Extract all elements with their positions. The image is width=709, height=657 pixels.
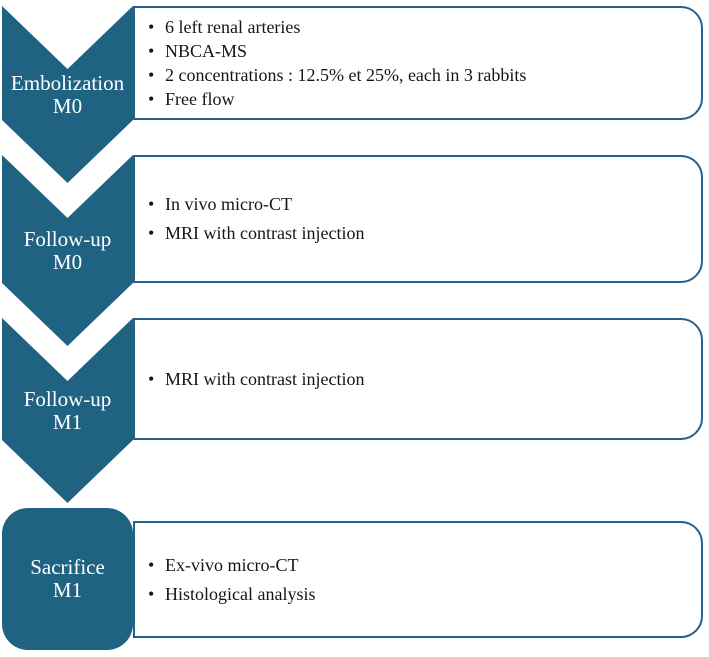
content-box-followup-m1: MRI with contrast injection <box>133 318 703 440</box>
stage-label: Sacrifice M1 <box>2 508 133 650</box>
bullet-item: NBCA-MS <box>148 39 693 63</box>
stage-label-line2: M0 <box>52 249 83 274</box>
bullet-list: Ex-vivo micro-CT Histological analysis <box>135 551 701 609</box>
stage-label-line2: M1 <box>52 578 83 602</box>
content-box-embolization: 6 left renal arteries NBCA-MS 2 concentr… <box>133 6 703 120</box>
stage-label-line2: M0 <box>52 93 83 118</box>
content-box-sacrifice: Ex-vivo micro-CT Histological analysis <box>133 521 703 638</box>
bullet-item: MRI with contrast injection <box>148 219 693 248</box>
bullet-item: Ex-vivo micro-CT <box>148 551 693 580</box>
bullet-list: MRI with contrast injection <box>135 365 701 394</box>
stage-label-line1: Embolization <box>10 70 125 95</box>
stage-label: Embolization M0 <box>2 69 133 120</box>
bullet-item: Histological analysis <box>148 580 693 609</box>
stage-label-line1: Follow-up <box>23 226 112 251</box>
rounded-rect-shape-sacrifice: Sacrifice M1 <box>2 508 133 650</box>
stage-label-line1: Follow-up <box>23 386 112 411</box>
chevron-down-shape-embolization: Embolization M0 <box>2 6 133 183</box>
bullet-item: Free flow <box>148 87 693 111</box>
bullet-item: MRI with contrast injection <box>148 365 693 394</box>
stage-label: Follow-up M0 <box>2 218 133 283</box>
stage-label: Follow-up M1 <box>2 381 133 440</box>
content-box-followup-m0: In vivo micro-CT MRI with contrast injec… <box>133 155 703 283</box>
stage-label-line1: Sacrifice <box>30 555 105 579</box>
bullet-list: In vivo micro-CT MRI with contrast injec… <box>135 190 701 248</box>
bullet-item: In vivo micro-CT <box>148 190 693 219</box>
chevron-down-shape-followup-m0: Follow-up M0 <box>2 155 133 346</box>
bullet-list: 6 left renal arteries NBCA-MS 2 concentr… <box>135 15 701 111</box>
bullet-item: 2 concentrations : 12.5% et 25%, each in… <box>148 63 693 87</box>
stage-label-line2: M1 <box>52 409 83 434</box>
bullet-item: 6 left renal arteries <box>148 15 693 39</box>
